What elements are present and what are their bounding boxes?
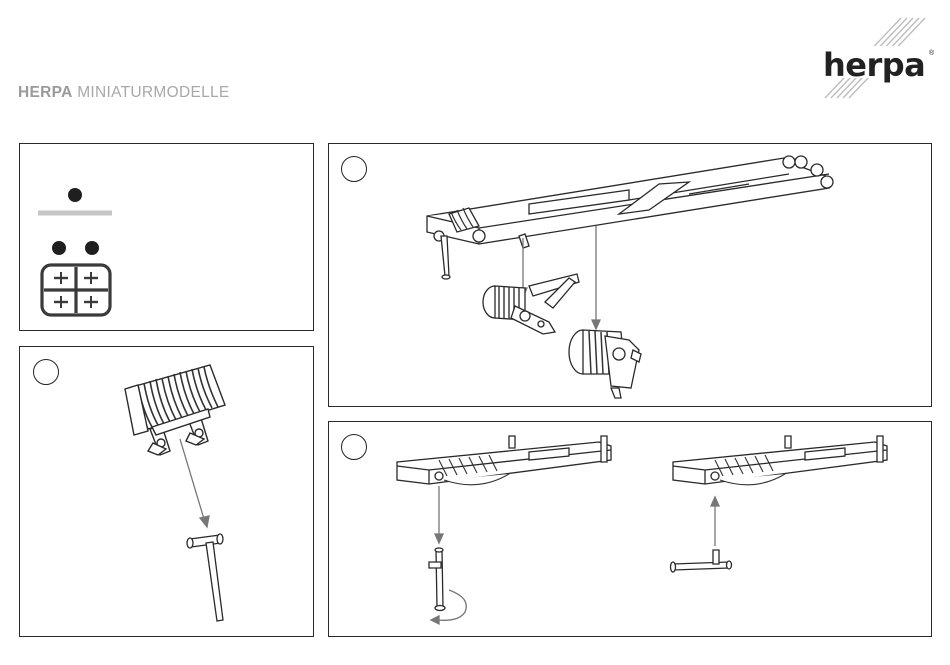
brand-name: HERPA — [18, 84, 73, 101]
step-3-arrow-down — [435, 486, 443, 543]
chassis-frame — [427, 156, 833, 279]
step-1-illustration — [20, 347, 315, 638]
step-3-panel — [328, 421, 932, 637]
step-2-illustration — [329, 144, 933, 408]
legend-panel — [19, 143, 314, 331]
winch-drum-part — [125, 365, 225, 455]
step-1-arrow — [180, 439, 209, 527]
glue-dot-icon — [38, 188, 112, 213]
pin-horizontal — [671, 550, 732, 572]
two-glue-dots-icon — [52, 241, 99, 255]
step-3-arrow-up — [711, 497, 719, 546]
brand-subtitle: MINIATURMODELLE — [73, 84, 230, 101]
parts-sprue-icon — [42, 265, 110, 315]
brand-line: HERPA MINIATURMODELLE — [18, 84, 230, 102]
frame-left — [397, 436, 611, 485]
large-winch-part — [569, 330, 641, 398]
pin-part — [187, 534, 223, 621]
small-winch-part — [483, 274, 579, 334]
step-1-panel — [19, 346, 314, 637]
step-2-panel — [328, 143, 932, 407]
frame-right — [673, 436, 887, 485]
registered-mark: ® — [929, 50, 934, 57]
herpa-logo: herpa ® — [815, 14, 937, 100]
logo-wordmark: herpa — [823, 46, 925, 84]
step-3-illustration — [329, 422, 933, 638]
pin-vertical — [429, 548, 445, 611]
